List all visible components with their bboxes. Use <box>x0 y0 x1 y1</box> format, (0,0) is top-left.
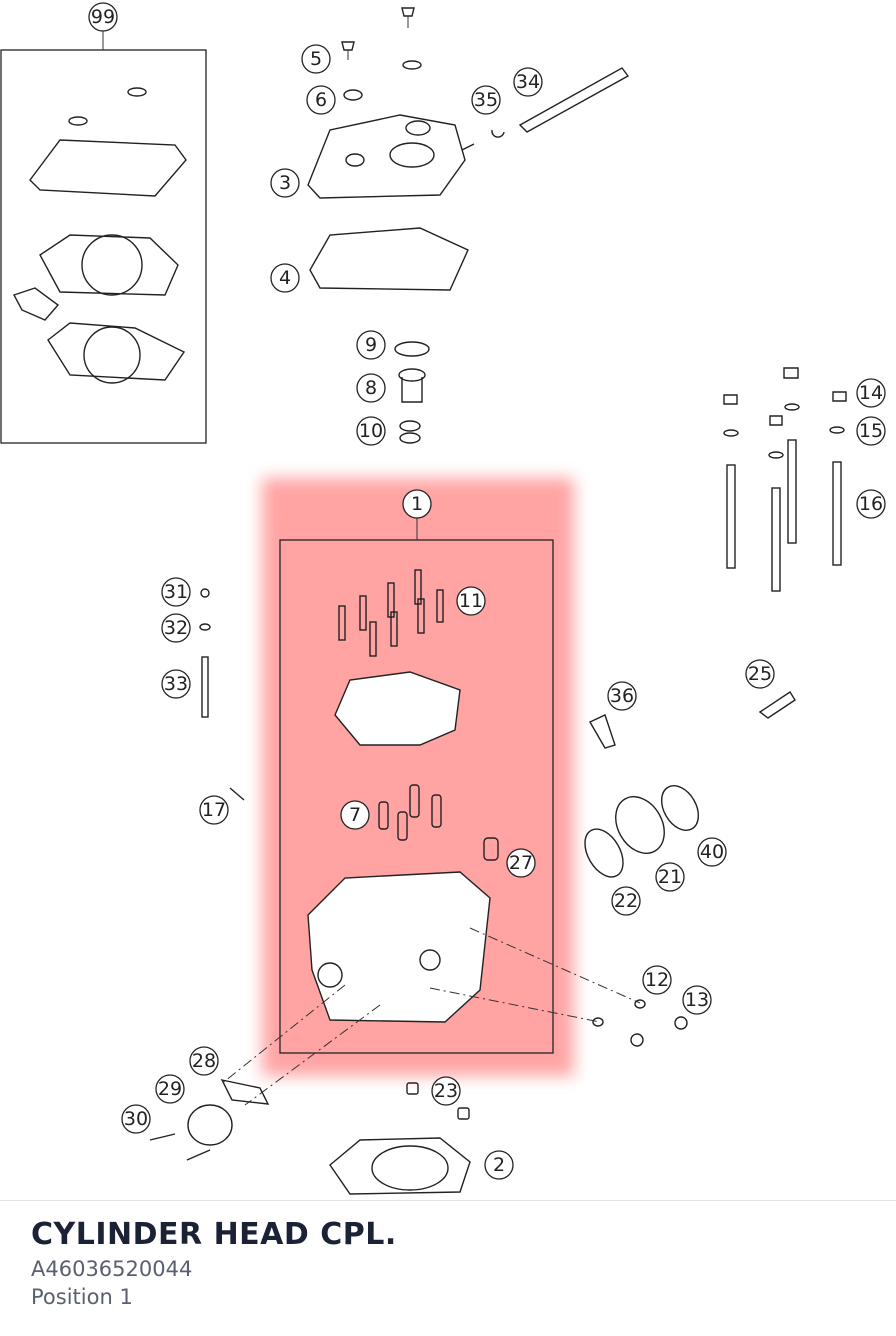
svg-text:33: 33 <box>164 673 188 695</box>
callout-14[interactable]: 14 <box>856 378 886 408</box>
callout-4[interactable]: 4 <box>270 263 300 293</box>
svg-text:7: 7 <box>349 804 361 826</box>
svg-text:27: 27 <box>509 852 533 874</box>
callout-3[interactable]: 3 <box>270 168 300 198</box>
callout-5[interactable]: 5 <box>301 44 331 74</box>
svg-text:8: 8 <box>365 377 377 399</box>
sensor-parts <box>589 691 796 749</box>
svg-text:31: 31 <box>164 581 188 603</box>
svg-text:4: 4 <box>279 267 291 289</box>
svg-text:32: 32 <box>164 617 188 639</box>
svg-text:15: 15 <box>859 420 883 442</box>
intake-boot-group <box>584 785 700 878</box>
callout-34[interactable]: 34 <box>513 67 543 97</box>
callout-32[interactable]: 32 <box>161 613 191 643</box>
callout-29[interactable]: 29 <box>155 1074 185 1104</box>
callout-6[interactable]: 6 <box>306 85 336 115</box>
callout-12[interactable]: 12 <box>642 965 672 995</box>
callout-99[interactable]: 99 <box>88 2 118 32</box>
svg-text:14: 14 <box>859 382 883 404</box>
callout-27[interactable]: 27 <box>506 848 536 878</box>
plug-screws <box>592 999 688 1047</box>
svg-text:6: 6 <box>315 89 327 111</box>
svg-text:40: 40 <box>700 841 724 863</box>
callout-1[interactable]: 1 <box>402 489 432 519</box>
svg-text:28: 28 <box>192 1050 216 1072</box>
valve-cover-group <box>307 7 630 291</box>
svg-text:35: 35 <box>474 89 498 111</box>
intake-flange-group <box>149 1079 270 1161</box>
diagram-canvas: 99 5 6 3 34 35 4 9 8 10 14 15 16 1 11 31… <box>0 2 886 1195</box>
svg-text:21: 21 <box>658 866 682 888</box>
svg-text:10: 10 <box>359 420 383 442</box>
callout-9[interactable]: 9 <box>356 330 386 360</box>
callout-2[interactable]: 2 <box>484 1150 514 1180</box>
callout-13[interactable]: 13 <box>682 985 712 1015</box>
valve-seal-group <box>394 341 430 444</box>
bolt-set <box>338 569 444 657</box>
svg-text:13: 13 <box>685 989 709 1011</box>
gasket-kit-parts <box>12 87 187 384</box>
svg-text:30: 30 <box>124 1108 148 1130</box>
valve-guides <box>378 784 499 861</box>
footer-info: CYLINDER HEAD CPL. A46036520044 Position… <box>0 1200 896 1336</box>
callout-8[interactable]: 8 <box>356 373 386 403</box>
callout-15[interactable]: 15 <box>856 416 886 446</box>
svg-text:23: 23 <box>434 1080 458 1102</box>
svg-text:34: 34 <box>516 71 540 93</box>
camshaft-carrier <box>334 671 461 746</box>
svg-text:25: 25 <box>748 663 772 685</box>
callout-21[interactable]: 21 <box>655 862 685 892</box>
callout-31[interactable]: 31 <box>161 577 191 607</box>
svg-text:3: 3 <box>279 172 291 194</box>
callout-25[interactable]: 25 <box>745 659 775 689</box>
svg-text:1: 1 <box>411 493 423 515</box>
part-position: Position 1 <box>31 1285 133 1309</box>
left-small-parts <box>199 588 245 801</box>
svg-text:17: 17 <box>202 799 226 821</box>
callout-17[interactable]: 17 <box>199 795 229 825</box>
part-number: A46036520044 <box>31 1257 193 1281</box>
callout-11[interactable]: 11 <box>456 586 486 616</box>
callout-36[interactable]: 36 <box>607 681 637 711</box>
callout-7[interactable]: 7 <box>340 800 370 830</box>
svg-text:5: 5 <box>310 48 322 70</box>
svg-text:2: 2 <box>493 1154 505 1176</box>
svg-text:12: 12 <box>645 969 669 991</box>
head-gasket-group <box>329 1082 471 1195</box>
cylinder-head <box>307 871 491 1023</box>
callout-22[interactable]: 22 <box>611 886 641 916</box>
callout-35[interactable]: 35 <box>471 85 501 115</box>
exploded-parts-diagram: 99 5 6 3 34 35 4 9 8 10 14 15 16 1 11 31… <box>0 2 886 1195</box>
svg-text:11: 11 <box>459 590 483 612</box>
svg-text:36: 36 <box>610 685 634 707</box>
callout-28[interactable]: 28 <box>189 1046 219 1076</box>
callout-33[interactable]: 33 <box>161 669 191 699</box>
callout-23[interactable]: 23 <box>431 1076 461 1106</box>
gasket-kit-frame <box>0 49 207 444</box>
callout-30[interactable]: 30 <box>121 1104 151 1134</box>
callout-40[interactable]: 40 <box>697 837 727 867</box>
svg-text:22: 22 <box>614 890 638 912</box>
svg-text:29: 29 <box>158 1078 182 1100</box>
svg-text:99: 99 <box>91 6 115 28</box>
callout-10[interactable]: 10 <box>356 416 386 446</box>
svg-text:16: 16 <box>859 493 883 515</box>
stud-bolt-group <box>723 367 847 592</box>
callout-16[interactable]: 16 <box>856 489 886 519</box>
svg-text:9: 9 <box>365 334 377 356</box>
part-title: CYLINDER HEAD CPL. <box>31 1217 397 1252</box>
